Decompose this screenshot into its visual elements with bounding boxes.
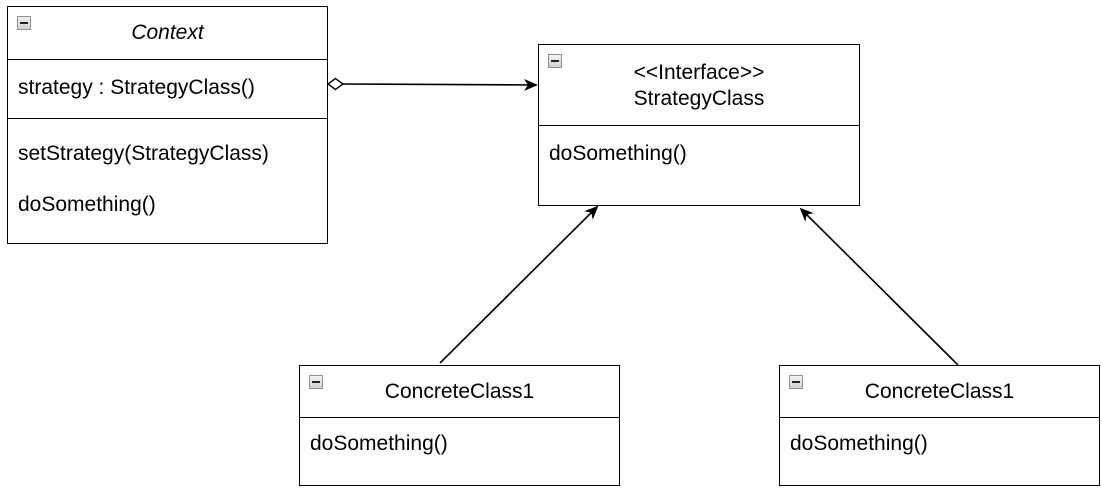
realization-connector-left <box>439 205 599 364</box>
realization-connector-right <box>799 207 959 366</box>
context-operations: setStrategy(StrategyClass) doSomething() <box>8 119 327 218</box>
concrete-class-right[interactable]: ConcreteClass1 doSomething() <box>779 365 1100 486</box>
collapse-icon[interactable] <box>17 16 31 30</box>
context-attribute-strategy: strategy : StrategyClass() <box>18 76 255 99</box>
strategy-interface-stereotype: <<Interface>> <box>633 61 765 84</box>
strategy-interface-name: StrategyClass <box>633 87 765 110</box>
aggregation-diamond <box>326 77 345 91</box>
concrete-class-right-operation-dosomething: doSomething() <box>790 432 928 455</box>
strategy-interface-operations: doSomething() <box>539 126 859 167</box>
concrete-class-left-header: ConcreteClass1 <box>300 366 619 418</box>
context-attributes: strategy : StrategyClass() <box>8 60 327 119</box>
collapse-icon[interactable] <box>789 375 803 389</box>
strategy-interface-class[interactable]: <<Interface>> StrategyClass doSomething(… <box>538 44 860 206</box>
context-class-header: Context <box>8 7 327 60</box>
strategy-interface-header: <<Interface>> StrategyClass <box>539 45 859 126</box>
concrete-class-left[interactable]: ConcreteClass1 doSomething() <box>299 365 620 486</box>
concrete-class-left-name: ConcreteClass1 <box>384 380 535 403</box>
aggregation-connector <box>326 77 538 91</box>
concrete-class-left-operations: doSomething() <box>300 418 619 457</box>
concrete-class-right-name: ConcreteClass1 <box>864 380 1015 403</box>
concrete-class-right-header: ConcreteClass1 <box>780 366 1099 418</box>
context-class[interactable]: Context strategy : StrategyClass() setSt… <box>7 6 328 244</box>
collapse-icon[interactable] <box>548 54 562 68</box>
collapse-icon[interactable] <box>309 375 323 389</box>
strategy-interface-operation-dosomething: doSomething() <box>549 142 687 165</box>
concrete-class-left-operation-dosomething: doSomething() <box>310 432 448 455</box>
context-class-name: Context <box>131 21 204 44</box>
context-operation-dosomething: doSomething() <box>18 193 156 216</box>
concrete-class-right-operations: doSomething() <box>780 418 1099 457</box>
context-operation-setstrategy: setStrategy(StrategyClass) <box>18 142 269 165</box>
